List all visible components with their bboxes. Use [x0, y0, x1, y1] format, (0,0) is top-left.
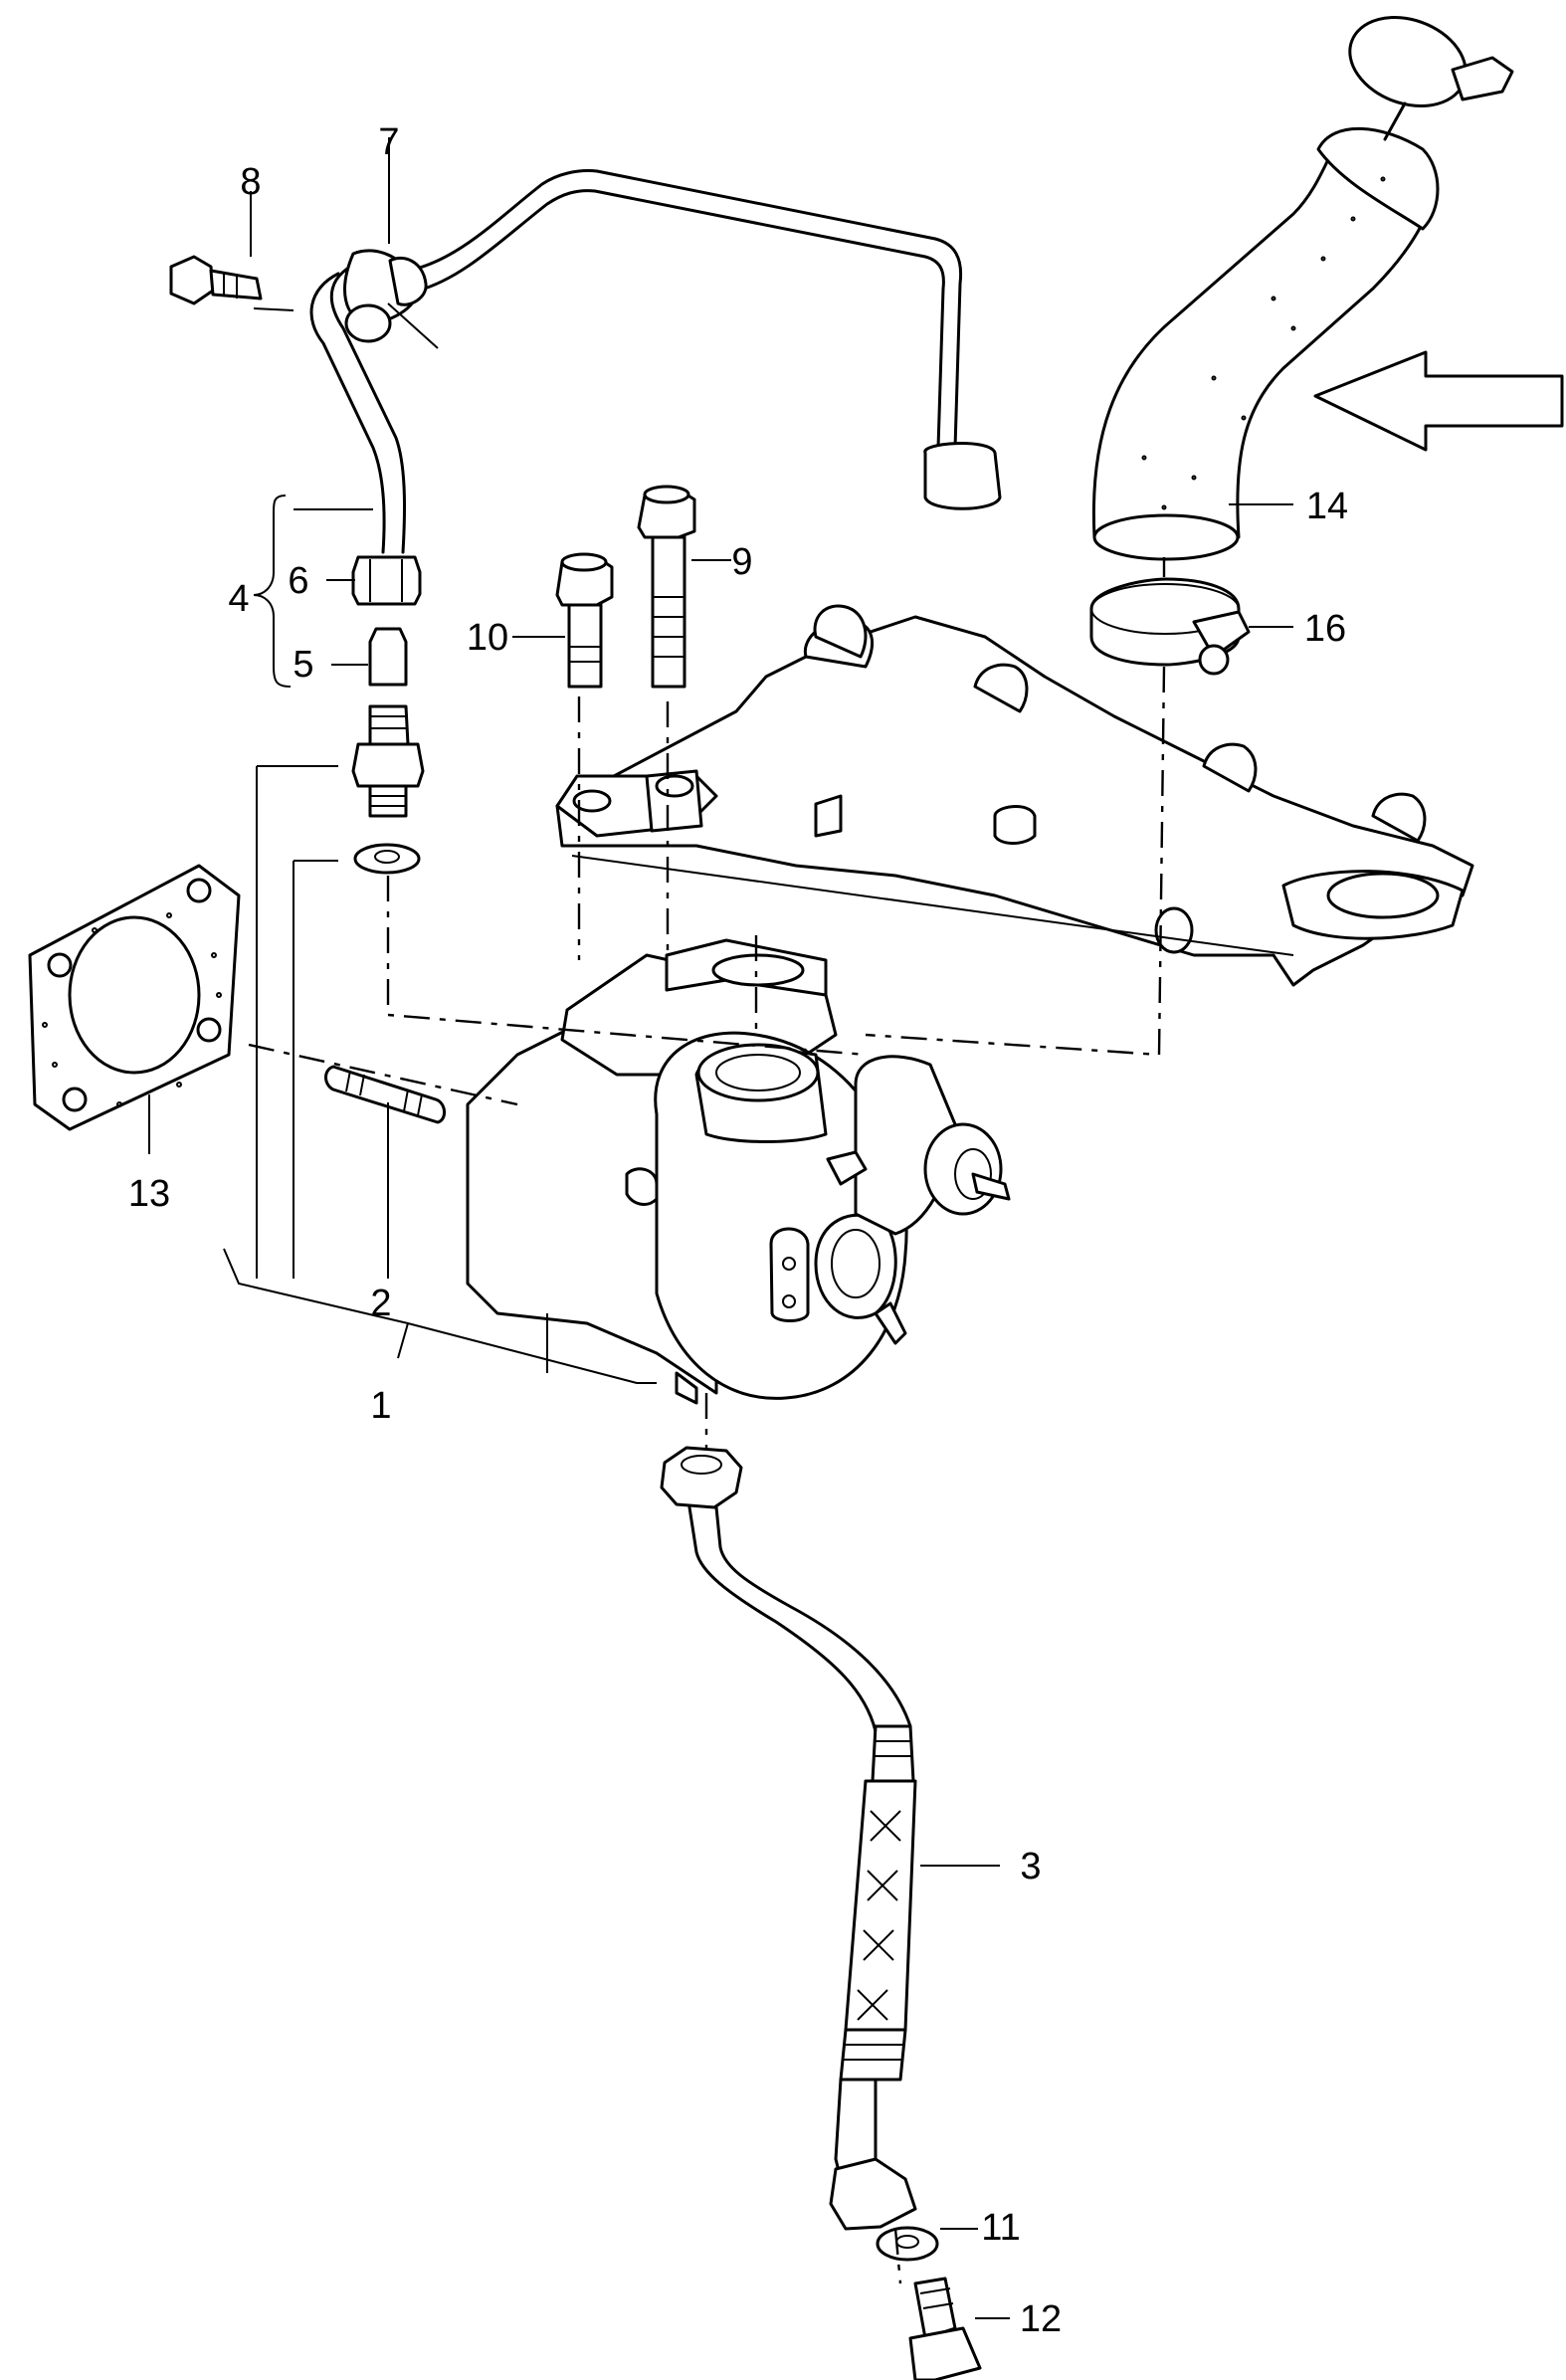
callout-9: 9: [731, 541, 752, 583]
callout-12: 12: [1020, 2298, 1062, 2340]
callout-1: 1: [370, 1385, 391, 1427]
part-2-stud: [324, 1065, 446, 1124]
highlight-arrow: [1313, 350, 1564, 452]
callout-14: 14: [1306, 486, 1348, 527]
part-16-hose-clamp: [1089, 577, 1251, 676]
hose-clamp-top: [1348, 16, 1514, 141]
part-12-union: [908, 2277, 982, 2380]
exhaust-manifold: [555, 604, 1474, 987]
part-3-oil-return-line: [660, 1446, 917, 2231]
callout-2: 2: [370, 1283, 391, 1324]
part-11-washer: [876, 2226, 939, 2262]
callout-6: 6: [288, 560, 308, 602]
part-8-banjo-bolt: [169, 255, 263, 305]
assembly-lines: [248, 557, 1166, 2284]
part-5-olive: [368, 627, 408, 687]
callout-11: 11: [981, 2207, 1020, 2249]
callout-13: 13: [128, 1173, 170, 1215]
part-14-intake-hose: [1091, 126, 1440, 561]
callout-7: 7: [378, 121, 399, 163]
part-1-turbocharger: [466, 938, 1011, 1405]
callout-5: 5: [293, 644, 313, 686]
callout-3: 3: [1020, 1846, 1041, 1887]
callout-10: 10: [467, 617, 508, 659]
sealing-washer: [353, 843, 421, 875]
part-6-union-nut: [351, 555, 422, 606]
leader-lines: [148, 137, 1293, 2319]
callout-16: 16: [1304, 608, 1346, 650]
callout-labels: 1 2 3 4 5 6 7 8 9 10 11 12 13 14 16: [128, 121, 1348, 2340]
adapter-fitting: [351, 704, 425, 818]
part-10-bolt: [555, 552, 614, 689]
part-13-gasket: [28, 864, 241, 1131]
part-9-bolt: [637, 485, 696, 689]
callout-8: 8: [240, 161, 261, 203]
callout-4: 4: [228, 578, 249, 620]
